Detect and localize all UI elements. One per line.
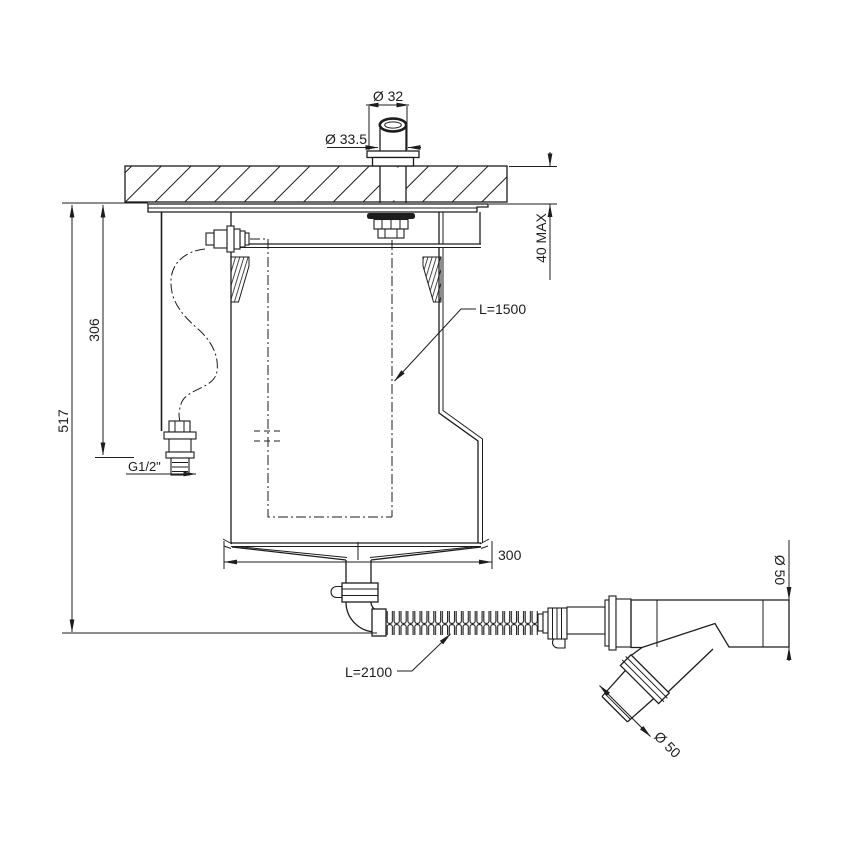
- hose-end-fitting: [537, 606, 606, 649]
- g12-connector: [163, 420, 197, 476]
- clamp-tab: [330, 585, 343, 599]
- mounting-plate: [147, 203, 489, 213]
- locknut: [373, 218, 409, 239]
- right-spring-clip: [422, 256, 442, 303]
- tank-body: [222, 212, 490, 561]
- dim-drain-hose-length-label: L=2100: [345, 664, 392, 680]
- countertop-section: [124, 165, 508, 203]
- inlet-hose-path: [170, 238, 393, 518]
- y-branch-fitting: [601, 595, 790, 723]
- countertop-pipe-hole: [379, 167, 406, 201]
- y-branch-outlet: [601, 646, 714, 723]
- dim-inlet-hose-length-label: L=1500: [479, 301, 526, 317]
- dim-inlet-thread-label: G1/2": [128, 459, 161, 474]
- corrugated-drain-hose: [386, 611, 538, 635]
- hose-clamp: [341, 582, 379, 603]
- dim-counter-max-label: 40 MAX: [533, 212, 549, 262]
- dim-flange-diameter-label: Ø 33.5: [325, 131, 367, 147]
- dim-top-diameter-label: Ø 32: [373, 88, 404, 104]
- side-inlet-spout: [205, 225, 250, 253]
- dim-base-width-label: 300: [498, 547, 522, 563]
- left-spring-clip: [230, 256, 250, 303]
- dim-306-label: 306: [86, 318, 102, 342]
- dim-outlet-diameter-label: Ø 50: [772, 555, 788, 586]
- dim-517-label: 517: [55, 409, 71, 433]
- dim-branch-diameter-label: Ø 50: [651, 728, 684, 761]
- flexible-hose-curve: [170, 248, 218, 423]
- y-body: [630, 599, 790, 649]
- drain-elbow: [345, 601, 387, 637]
- coupling-nut: [566, 606, 606, 635]
- dimension-annotations: [62, 102, 792, 737]
- inlet-pipe: [366, 117, 420, 239]
- elbow-sleeve: [371, 608, 387, 637]
- countertop: [124, 165, 508, 203]
- locknut-washer: [367, 213, 415, 219]
- drain-tailpiece: [330, 560, 379, 603]
- pipe-mouth: [378, 117, 408, 133]
- pipe-flange: [366, 150, 420, 159]
- branch-collar: [619, 653, 671, 705]
